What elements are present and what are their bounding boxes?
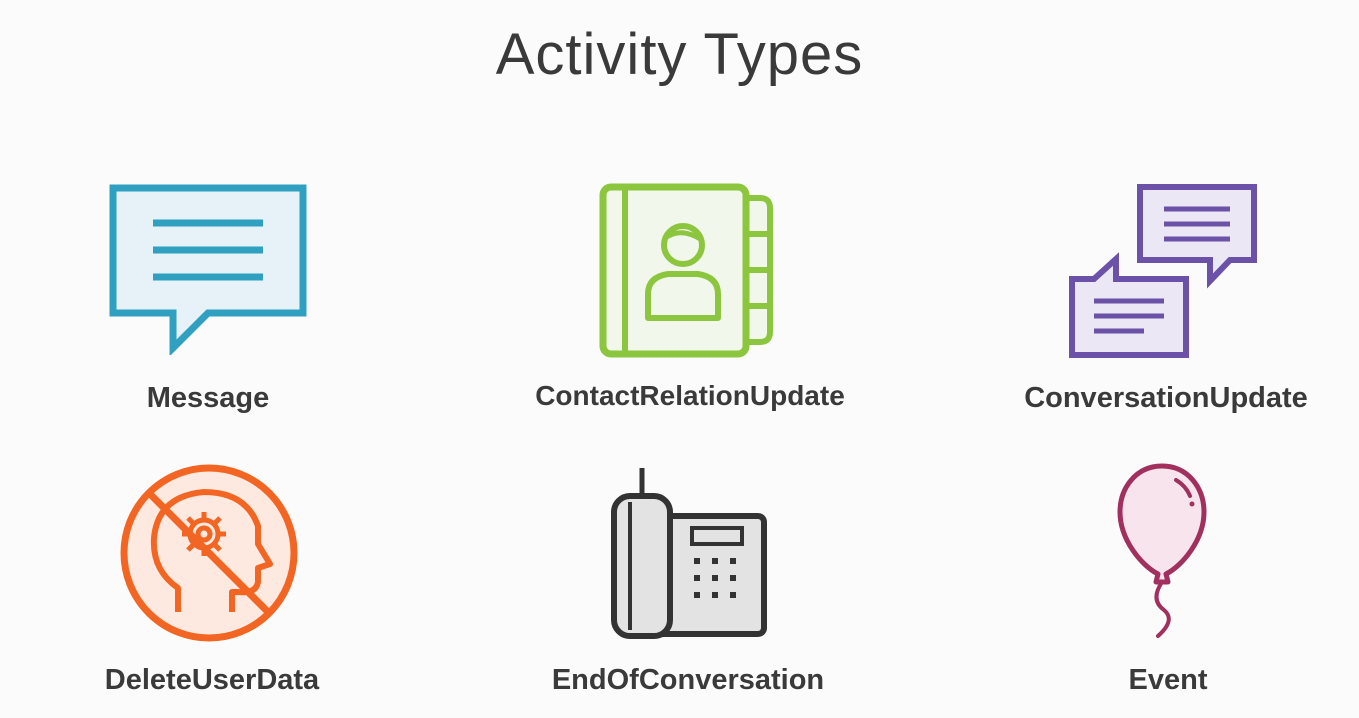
no-user-data-icon — [120, 464, 298, 642]
activity-label-conversation-update: ConversationUpdate — [1024, 382, 1308, 414]
balloon-icon — [1117, 463, 1207, 638]
conversation-bubbles-icon — [1069, 184, 1257, 358]
chat-bubble-icon — [109, 184, 307, 355]
address-book-icon — [599, 183, 773, 358]
activity-label-end-of-conversation: EndOfConversation — [551, 664, 825, 696]
activity-label-message: Message — [146, 382, 270, 414]
slide-title: Activity Types — [495, 22, 864, 87]
activity-label-delete-user-data: DeleteUserData — [104, 664, 320, 696]
desk-phone-icon — [611, 468, 767, 639]
activity-label-event: Event — [1128, 664, 1208, 696]
activity-label-contact-relation-update: ContactRelationUpdate — [535, 380, 845, 411]
